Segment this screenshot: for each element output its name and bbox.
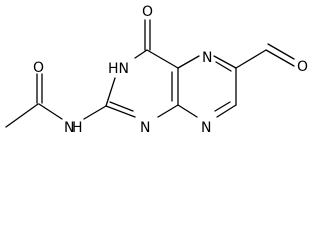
bond-n5-c6: [213, 55, 237, 69]
bond-lines: [5, 19, 295, 128]
acetyl-nitrogen-label: N: [64, 120, 74, 136]
bond-n1-c2-inner: [109, 101, 134, 112]
acetyl-oxygen-label: O: [33, 60, 44, 76]
acetyl-nitrogen-hydrogen-label: H: [72, 120, 83, 136]
ring-nh-label: HN: [108, 61, 129, 77]
bond-c2-n3: [105, 77, 116, 107]
bond-n5-c6-inner: [215, 61, 232, 72]
pyrimidine-nitrogen-label: N: [140, 120, 150, 136]
bond-n3-c4: [134, 49, 148, 59]
bond-c7-n8: [216, 104, 237, 118]
aldehyde-oxygen-label: O: [297, 59, 308, 75]
bond-c4a-n5: [177, 55, 200, 69]
atom-labels: O N H HN O N N N O: [33, 4, 308, 136]
bond-acetyl-cn: [38, 103, 63, 120]
bond-c4-c4a: [146, 49, 179, 69]
bond-c7-n8-inner: [214, 101, 231, 112]
carbonyl-oxygen-label: O: [142, 4, 153, 20]
bond-nh-c2: [83, 105, 107, 120]
bond-n1-c2: [105, 105, 136, 118]
molecule-structure: O N H HN O N N N O: [5, 4, 308, 136]
bond-n8-c8a: [177, 104, 198, 118]
bond-cho-o-1: [265, 49, 295, 67]
pyrazine-bottom-nitrogen-label: N: [201, 120, 211, 136]
bond-methyl: [5, 103, 39, 128]
bond-c6-cho: [235, 49, 267, 69]
pyrazine-top-nitrogen-label: N: [202, 50, 212, 66]
bond-cho-o-2: [267, 43, 295, 60]
bond-c8a-n1: [157, 104, 179, 118]
